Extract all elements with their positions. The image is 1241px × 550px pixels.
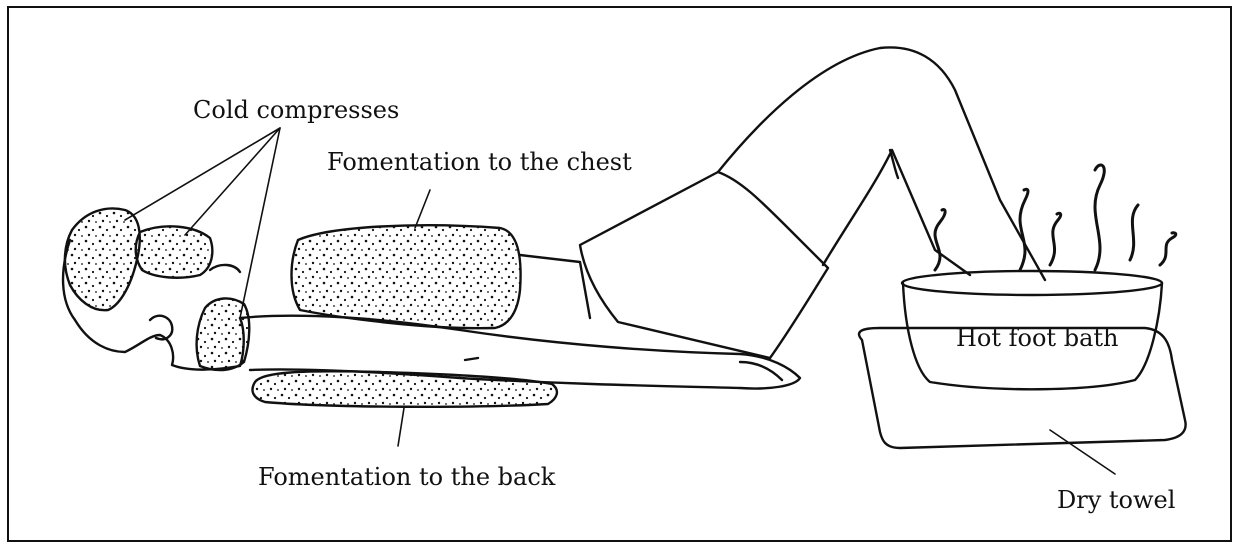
back-fomentation-pad xyxy=(252,371,556,406)
label-fomentation-back: Fomentation to the back xyxy=(258,465,555,489)
label-dry-towel: Dry towel xyxy=(1057,488,1175,512)
torso xyxy=(520,255,590,318)
eye-compress xyxy=(136,226,213,277)
label-hot-foot-bath: Hot foot bath xyxy=(956,326,1118,350)
leg xyxy=(718,47,1045,280)
label-fomentation-chest: Fomentation to the chest xyxy=(327,150,632,174)
steam xyxy=(935,165,1176,270)
shorts xyxy=(580,172,828,358)
chest-fomentation-pad xyxy=(292,225,521,328)
label-cold-compresses: Cold compresses xyxy=(193,98,399,122)
leader-lines xyxy=(125,128,1115,474)
forehead-compress xyxy=(65,208,140,310)
